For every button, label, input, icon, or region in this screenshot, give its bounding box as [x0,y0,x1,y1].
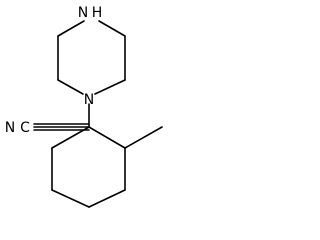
bond-methyl [124,126,163,149]
atom-label-piperazine-n: N [84,92,94,108]
chemical-structure: N H N N C [5,5,163,208]
bond-c6-nh [57,20,85,37]
bond-c3-c4-ring [88,189,126,208]
atom-label-nh-h: H [92,5,103,21]
bond-n4-c5 [57,79,84,95]
bond-c6-cq-ring [51,126,90,149]
bond-cq-c2 [88,126,126,149]
bond-c4-c5-ring [51,189,90,208]
atom-label-nitrile-n: N [5,120,15,136]
bond-c3-n4 [94,79,126,95]
atom-label-nitrile-c: C [20,120,30,136]
atom-label-nh-n: N [78,5,88,21]
bond-nh-c2 [98,20,126,37]
